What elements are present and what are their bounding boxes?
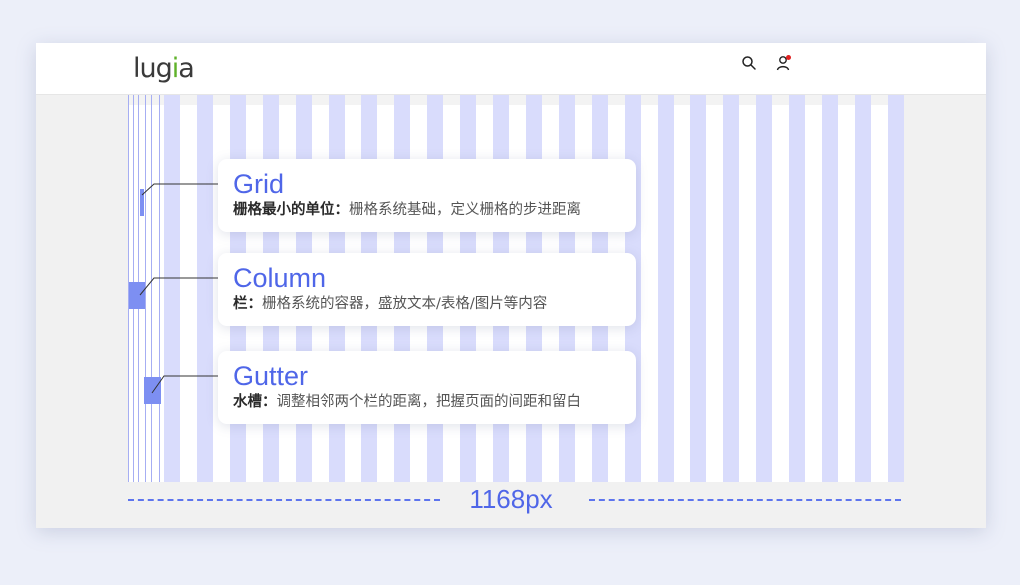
card-term: 水槽 <box>233 394 262 410</box>
header-bar: lugia <box>36 43 986 95</box>
grid-column <box>822 95 838 482</box>
total-width-label: 1168px <box>469 484 553 514</box>
notification-dot <box>786 55 791 60</box>
grid-column <box>164 95 180 482</box>
card-description: 水槽：调整相邻两个栏的距离，把握页面的间距和留白 <box>233 393 581 411</box>
card-title: Grid <box>233 169 285 199</box>
column-definition-card: Column 栏：栅格系统的容器，盛放文本/表格/图片等内容 <box>218 253 636 326</box>
width-dash-right <box>589 499 901 501</box>
logo-prefix: lug <box>133 53 173 84</box>
card-term: 栏 <box>233 296 248 312</box>
card-description: 栅格最小的单位：栅格系统基础，定义栅格的步进距离 <box>233 201 581 219</box>
width-dash-left <box>128 499 440 501</box>
card-separator: ： <box>262 394 277 410</box>
grid-line <box>151 95 152 482</box>
card-title: Column <box>233 263 327 293</box>
search-icon[interactable] <box>741 55 757 71</box>
logo-suffix: a <box>178 53 195 84</box>
leader-lines <box>139 183 218 394</box>
grid-column <box>855 95 871 482</box>
grid-column <box>723 95 739 482</box>
card-term: 栅格最小的单位 <box>233 202 335 218</box>
gutter-definition-card: Gutter 水槽：调整相邻两个栏的距离，把握页面的间距和留白 <box>218 351 636 424</box>
grid-column <box>197 95 213 482</box>
grid-column <box>690 95 706 482</box>
grid-unit-marker <box>140 189 144 216</box>
card-separator: ： <box>247 296 263 312</box>
grid-line <box>128 95 129 482</box>
grid-line <box>159 95 160 482</box>
grid-column <box>658 95 674 482</box>
gutter-marker <box>144 377 161 404</box>
card-title: Gutter <box>233 361 309 391</box>
grid-header-strip <box>128 95 900 105</box>
grid-column <box>756 95 772 482</box>
card-desc-text: 调整相邻两个栏的距离，把握页面的间距和留白 <box>276 394 582 410</box>
grid-spec-canvas: lugia Grid 栅格最小的单位：栅格系统基础，定义栅格的步进距离 <box>36 43 986 528</box>
card-description: 栏：栅格系统的容器，盛放文本/表格/图片等内容 <box>233 295 547 313</box>
logo: lugia <box>133 53 195 84</box>
grid-column <box>888 95 904 482</box>
logo-accent: i <box>171 53 179 84</box>
card-separator: ： <box>334 202 350 218</box>
user-icon[interactable] <box>776 55 792 71</box>
grid-definition-card: Grid 栅格最小的单位：栅格系统基础，定义栅格的步进距离 <box>218 159 636 232</box>
grid-column <box>789 95 805 482</box>
card-desc-text: 栅格系统的容器，盛放文本/表格/图片等内容 <box>262 296 548 312</box>
column-marker <box>129 282 145 309</box>
card-desc-text: 栅格系统基础，定义栅格的步进距离 <box>349 202 581 218</box>
